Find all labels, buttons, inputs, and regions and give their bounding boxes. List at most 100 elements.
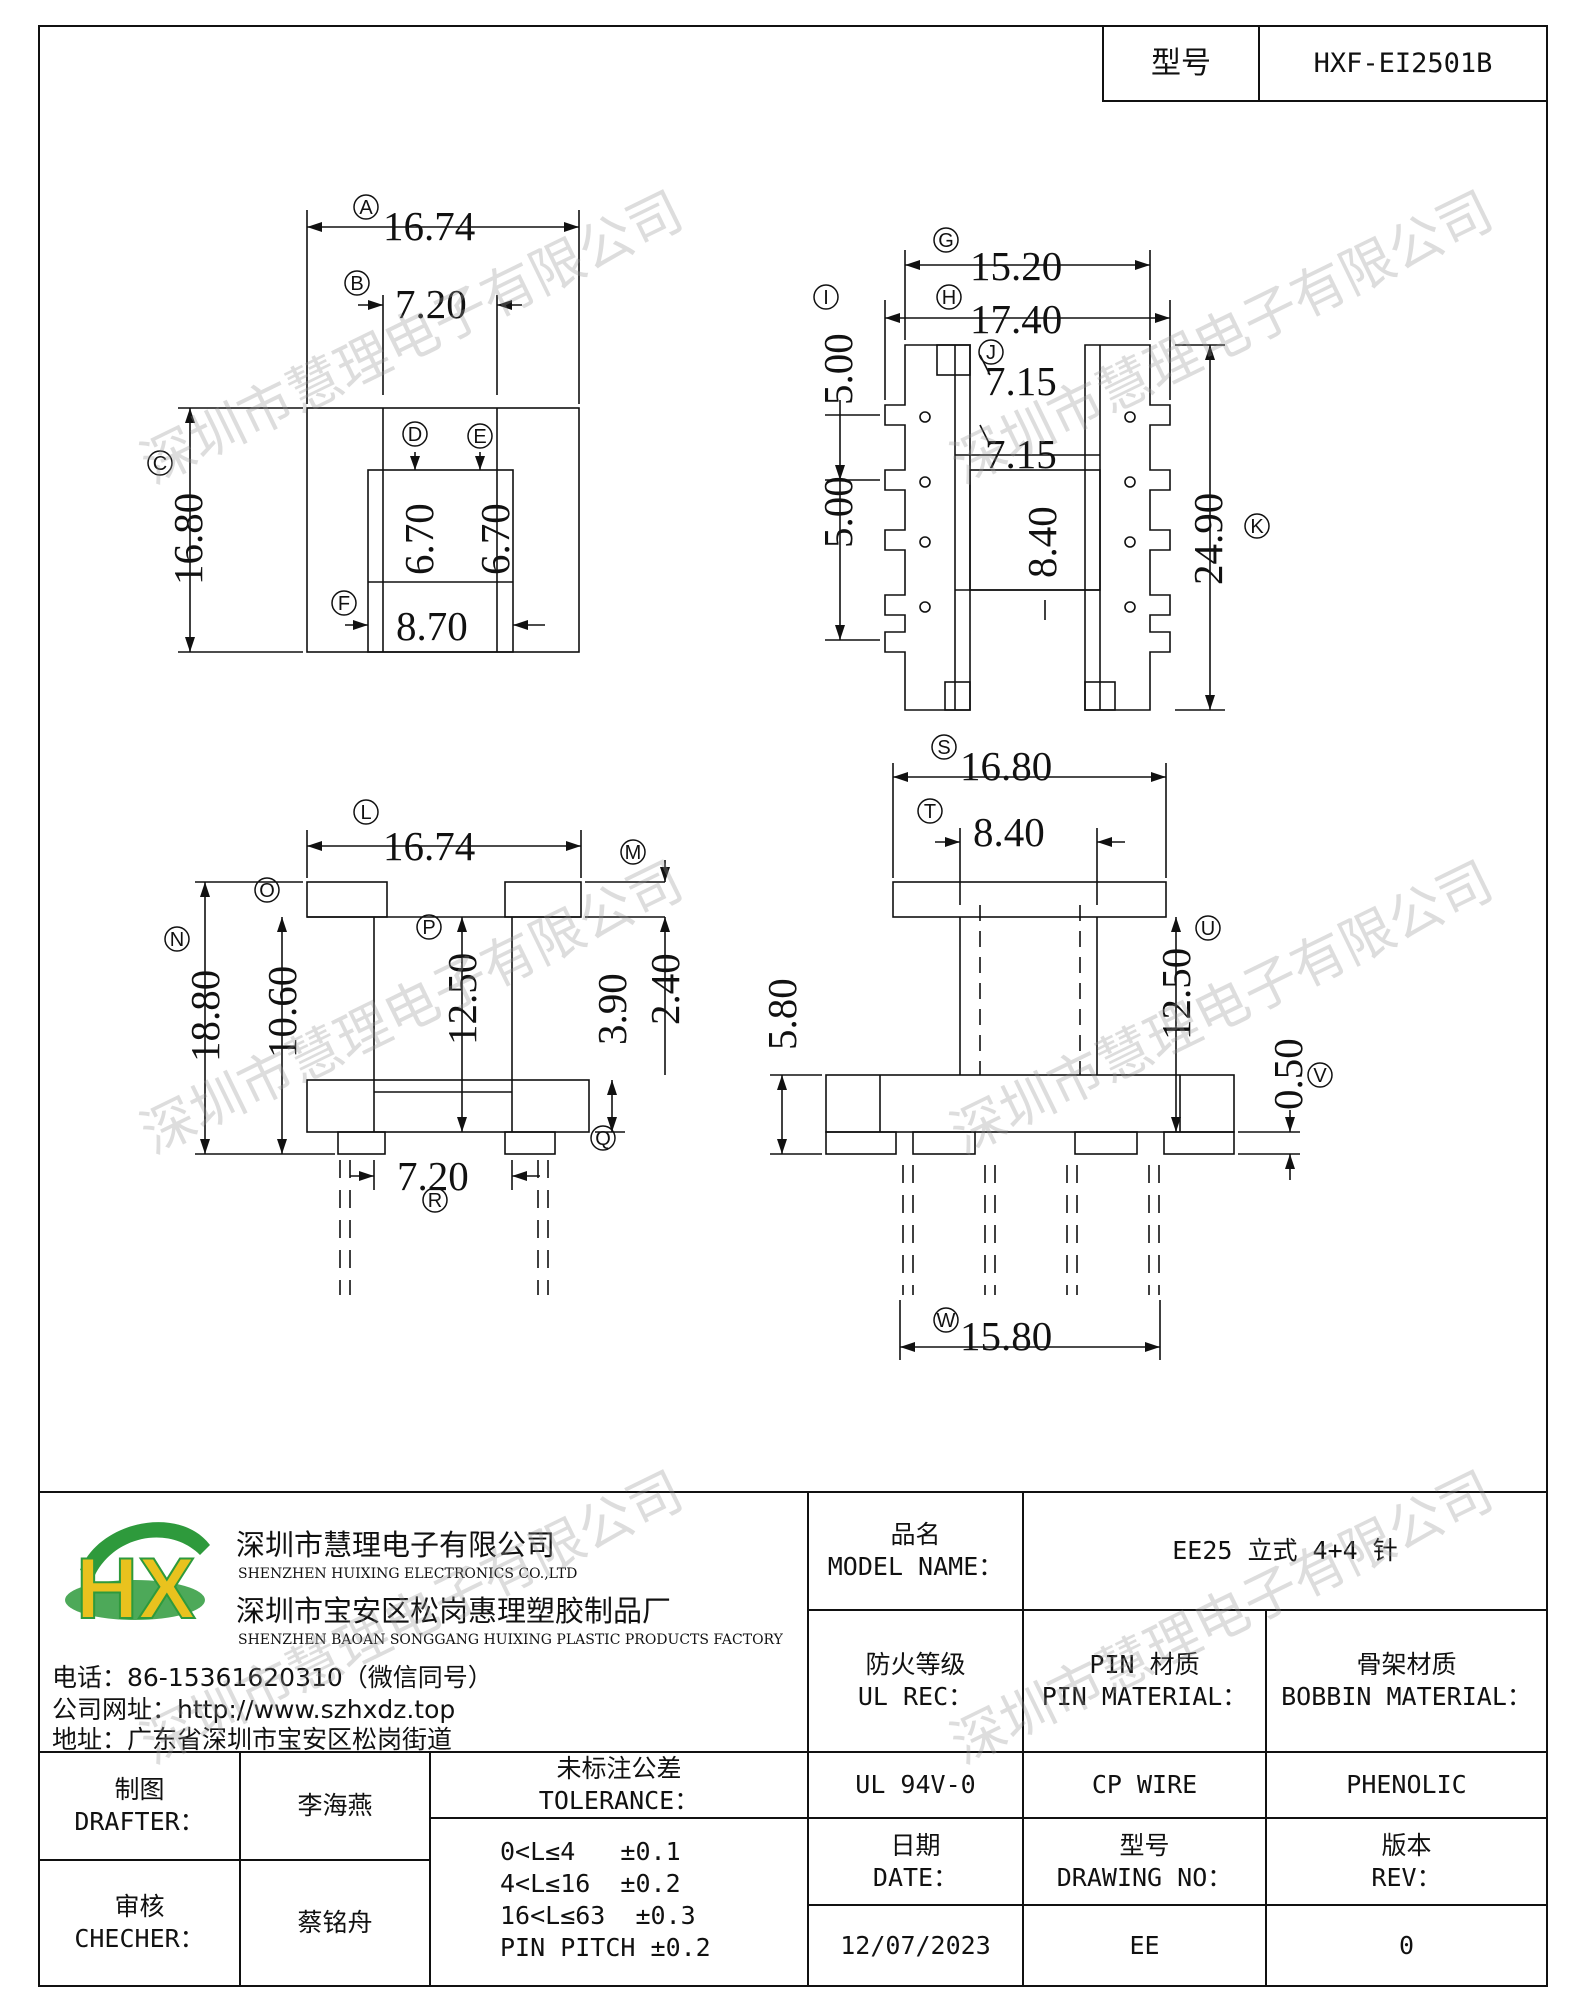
dim-Q-label: 3.90 [589, 973, 635, 1045]
drawing-no-header: 型号 DRAWING NO： [1023, 1818, 1266, 1905]
bobbin-material-cn: 骨架材质 [1356, 1650, 1457, 1679]
right-flange [504, 881, 582, 918]
checker-name: 蔡铭舟 [297, 1908, 373, 1937]
svg-text:M: M [625, 842, 642, 864]
tolerance-row: 0<L≤4 ±0.1 [500, 1837, 681, 1866]
drafter-en: DRAFTER： [74, 1807, 205, 1836]
tolerance-row: 16<L≤63 ±0.3 [500, 1901, 696, 1930]
fire-rating-en: UL REC： [857, 1682, 974, 1711]
checker-en: CHECHER： [74, 1924, 205, 1953]
left-bottom-tab [944, 681, 971, 711]
date-cn: 日期 [890, 1830, 941, 1860]
svg-text:H: H [942, 287, 956, 309]
dim-U-label: 12.50 [1153, 948, 1199, 1040]
marker-O: O [254, 877, 280, 903]
pin-hole [919, 476, 931, 488]
checker-cn: 审核 [114, 1892, 165, 1921]
drafter-name: 李海燕 [297, 1791, 373, 1820]
base-notch-left [337, 1131, 386, 1155]
right-comb-outline [1084, 344, 1171, 711]
left-flange [306, 881, 388, 918]
base-step-right [1163, 1131, 1235, 1155]
drawing-frame [38, 25, 1548, 1987]
dim-D-label: 6.70 [396, 503, 442, 575]
bottom-left-arrows [200, 841, 670, 1181]
date-header: 日期 DATE： [808, 1818, 1023, 1905]
svg-text:B: B [350, 273, 363, 295]
markers: A B C D E F G H I J K L M N O P Q R S T … [147, 194, 1333, 1333]
dim-W-label: 15.80 [960, 1313, 1052, 1359]
marker-I: I [813, 284, 839, 310]
company-name-en: SHENZHEN HUIXING ELECTRONICS CO.,LTD [238, 1566, 578, 1582]
left-comb-outline [884, 344, 971, 711]
date-en: DATE： [872, 1862, 959, 1892]
dim-H-label: 17.40 [970, 296, 1062, 342]
top-flange [892, 881, 1167, 918]
bottom-right-view [770, 763, 1300, 1360]
base-notch-right [504, 1131, 556, 1155]
svg-text:V: V [1313, 1065, 1327, 1087]
marker-C: C [147, 450, 173, 476]
marker-D: D [402, 421, 428, 447]
model-label: 型号 [1151, 45, 1211, 81]
title-block-grid [39, 1492, 1547, 1986]
marker-F: F [331, 590, 357, 616]
marker-S: S [931, 734, 957, 760]
svg-text:W: W [937, 1310, 956, 1332]
dim-core-label: 8.40 [1019, 506, 1065, 578]
bottom-left-view [195, 830, 666, 1295]
base-block [306, 1079, 590, 1133]
marker-V: V [1307, 1062, 1333, 1088]
top-left-window [367, 469, 514, 653]
dim-G-label: 15.20 [970, 243, 1062, 289]
dim-J-label: 7.15 [985, 358, 1057, 404]
model-name-cn: 品名 [890, 1520, 941, 1549]
marker-N: N [164, 926, 190, 952]
fire-rating-value: UL 94V-0 [855, 1770, 976, 1799]
marker-W: W [933, 1307, 959, 1333]
base-pad [1074, 1131, 1138, 1155]
fire-rating-cn: 防火等级 [865, 1650, 966, 1679]
pin-hole [1124, 601, 1136, 613]
marker-P: P [416, 914, 442, 940]
svg-text:L: L [360, 802, 371, 824]
pin-hole [1124, 476, 1136, 488]
dim-I2-label: 5.00 [815, 476, 861, 548]
dim-M-label: 2.40 [642, 953, 688, 1025]
drawing-no-value: EE [1129, 1930, 1160, 1960]
dim-B-label: 7.20 [395, 281, 467, 327]
marker-K: K [1244, 513, 1270, 539]
pin-material-cn: PIN 材质 [1089, 1650, 1200, 1679]
drawing-no-en: DRAWING NO： [1056, 1862, 1233, 1892]
svg-text:F: F [338, 593, 350, 615]
dim-I-label: 5.00 [815, 333, 861, 405]
dim-N-label: 18.80 [182, 970, 228, 1062]
dim-T-label: 8.40 [973, 809, 1045, 855]
dim-V-label: 0.50 [1265, 1038, 1311, 1110]
marker-L: L [353, 799, 379, 825]
dim-S-label: 16.80 [960, 743, 1052, 789]
pin-material-value: CP WIRE [1091, 1770, 1198, 1799]
svg-text:P: P [422, 917, 435, 939]
pin-hole [919, 411, 931, 423]
drawing-no-cn: 型号 [1119, 1830, 1170, 1860]
marker-T: T [917, 798, 943, 824]
marker-H: H [936, 284, 962, 310]
dim-A-label: 16.74 [383, 203, 475, 249]
marker-U: U [1195, 915, 1221, 941]
top-right-arrows [835, 260, 1215, 710]
dim-L-label: 16.74 [383, 823, 475, 869]
dim-P-label: 12.50 [439, 953, 485, 1045]
marker-M: M [620, 839, 646, 865]
rev-value: 0 [1398, 1930, 1415, 1960]
pin-hole [919, 601, 931, 613]
marker-B: B [344, 270, 370, 296]
dim-R-label: 7.20 [397, 1153, 469, 1199]
svg-text:A: A [359, 197, 373, 219]
dim-C-label: 16.80 [165, 493, 211, 585]
company-name-cn: 深圳市慧理电子有限公司 [236, 1528, 556, 1562]
tolerance-en: TOLERANCE： [538, 1786, 700, 1815]
marker-Q: Q [590, 1125, 616, 1151]
company-phone: 电话：86-15361620310（微信同号） [52, 1663, 493, 1692]
dim-O-label: 10.60 [259, 966, 305, 1058]
